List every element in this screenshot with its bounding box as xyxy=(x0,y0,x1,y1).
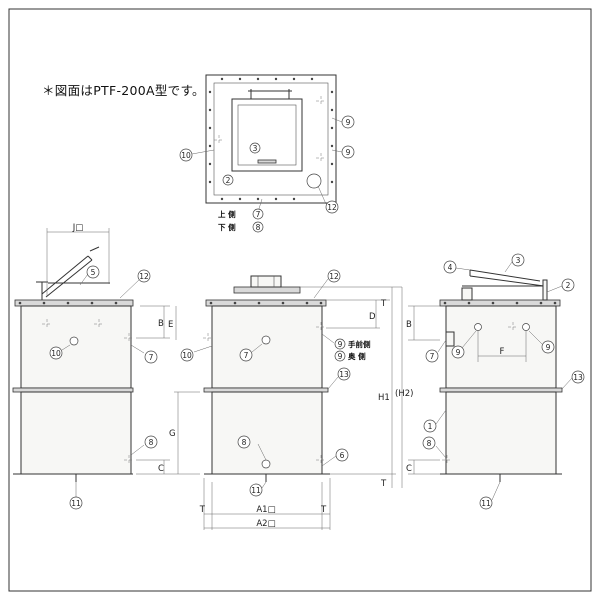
dim-T-bottom-right: T xyxy=(320,505,327,515)
left-mid-flange xyxy=(12,387,134,393)
callout-7-left: 7 xyxy=(149,353,154,362)
dim-G: G xyxy=(169,429,176,439)
callout-9-right-a: 9 xyxy=(456,348,461,357)
callout-12-left: 12 xyxy=(139,272,149,281)
label-hand-side: 手前側 xyxy=(348,339,371,349)
callout-12-front: 12 xyxy=(329,272,339,281)
callout-11-left: 11 xyxy=(71,499,81,508)
callout-10-left: 10 xyxy=(51,349,61,358)
top-view-inner-edge xyxy=(213,82,329,196)
front-nozzle-8 xyxy=(261,459,271,469)
left-nozzle-10 xyxy=(69,336,79,346)
front-hatch-plate xyxy=(233,286,301,294)
callout-3: 3 xyxy=(253,144,258,153)
callout-7-front: 7 xyxy=(244,351,249,360)
callout-8: 8 xyxy=(256,223,261,232)
callout-7-right: 7 xyxy=(430,352,435,361)
right-nozzle-9b xyxy=(522,323,530,331)
right-lower-body xyxy=(445,391,557,475)
top-view: 9 9 10 3 2 12 7 8 上 側 下 側 xyxy=(179,74,355,233)
callout-4: 4 xyxy=(448,263,453,272)
dim-A1: A1□ xyxy=(256,505,275,515)
top-view-callouts: 9 9 10 3 2 12 7 8 上 側 下 側 xyxy=(179,115,355,233)
dim-T-bottom-left: T xyxy=(199,505,206,515)
callout-11-front: 11 xyxy=(251,486,261,495)
callout-2: 2 xyxy=(226,176,231,185)
callout-5: 5 xyxy=(91,268,96,277)
dim-A2: A2□ xyxy=(256,519,275,529)
front-upper-body xyxy=(211,305,323,389)
callout-8-front: 8 xyxy=(242,438,247,447)
dim-J: J□ xyxy=(72,223,84,233)
label-upper-side: 上 側 xyxy=(218,209,236,219)
dim-D: D xyxy=(369,312,376,322)
left-lower-body xyxy=(20,391,132,475)
right-port-7 xyxy=(445,331,455,347)
dim-B-right: B xyxy=(406,320,412,330)
callout-1: 1 xyxy=(428,422,433,431)
callout-9-front-b: 9 xyxy=(338,352,343,361)
sheet-border xyxy=(8,8,592,592)
right-upper-body xyxy=(445,305,557,389)
callout-8-left: 8 xyxy=(149,438,154,447)
front-nozzle-7 xyxy=(261,335,271,345)
callout-9: 9 xyxy=(346,118,351,127)
hatch-cover xyxy=(237,104,297,166)
front-view: 12 7 10 9 手前側 9 奥 側 13 8 6 11 D T xyxy=(180,269,413,530)
right-nozzle-9a xyxy=(474,323,482,331)
right-hatch-lid xyxy=(469,275,545,287)
dim-E: E xyxy=(168,320,173,330)
label-back-side: 奥 側 xyxy=(347,351,366,361)
dim-T-right: T xyxy=(380,479,387,489)
callout-7: 7 xyxy=(256,210,261,219)
top-view-bolts xyxy=(208,77,334,201)
dim-T-top: T xyxy=(380,299,387,309)
right-side-view: F 4 3 2 7 9 9 13 1 8 11 B xyxy=(406,253,585,510)
right-mid-flange xyxy=(439,387,563,393)
dim-C-left: C xyxy=(158,464,164,474)
left-upper-body xyxy=(20,305,132,389)
callout-9-front-a: 9 xyxy=(338,340,343,349)
model-note: ＊図面はPTF-200A型です。 xyxy=(42,83,205,98)
callout-10-front: 10 xyxy=(182,351,192,360)
label-lower-side: 下 側 xyxy=(218,222,236,232)
callout-9-right-b: 9 xyxy=(546,343,551,352)
round-port xyxy=(306,173,322,189)
callout-13-right: 13 xyxy=(573,373,583,382)
callout-9b: 9 xyxy=(346,148,351,157)
callout-8-right: 8 xyxy=(427,439,432,448)
left-side-view: J□ 5 12 10 7 8 11 B E G xyxy=(12,223,200,510)
callout-12: 12 xyxy=(327,203,337,212)
dim-H2: (H2) xyxy=(395,389,413,399)
front-hatch-box xyxy=(250,275,282,288)
top-view-outer-flange xyxy=(205,74,337,204)
callout-3-right: 3 xyxy=(516,256,521,265)
dim-C-right: C xyxy=(406,464,412,474)
callout-6: 6 xyxy=(340,451,345,460)
callout-10: 10 xyxy=(181,151,191,160)
callout-13-front: 13 xyxy=(339,370,349,379)
dim-B-left: B xyxy=(158,319,164,329)
hatch-frame xyxy=(231,98,303,172)
left-hatch-lid xyxy=(41,255,89,295)
dim-F: F xyxy=(500,347,505,357)
hatch-grip xyxy=(257,159,277,164)
callout-11-right: 11 xyxy=(481,499,491,508)
callout-2-right: 2 xyxy=(566,281,571,290)
front-mid-flange xyxy=(203,387,329,393)
dim-H1: H1 xyxy=(378,393,390,403)
